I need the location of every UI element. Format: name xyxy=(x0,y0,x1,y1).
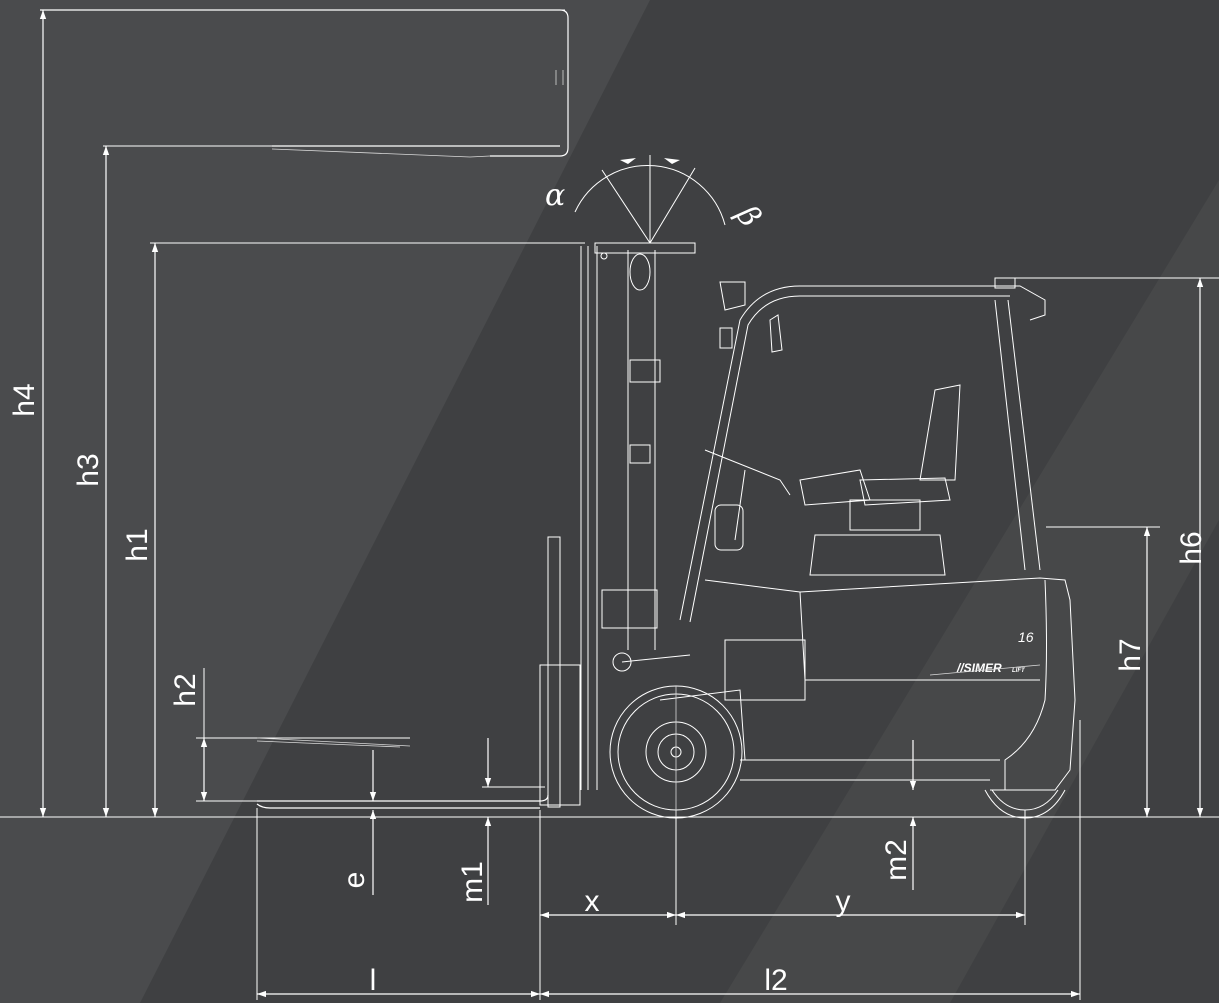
dim-l2: l2 xyxy=(540,720,1081,1000)
dim-y: y xyxy=(676,810,1026,925)
rear-wheel xyxy=(984,789,1066,819)
brand-logo-suffix: LIFT xyxy=(1012,668,1026,674)
mast xyxy=(539,242,696,808)
label-h3: h3 xyxy=(72,453,105,486)
stripe-right xyxy=(720,180,1219,1003)
dim-m1: m1 xyxy=(456,738,545,905)
dim-m2: m2 xyxy=(880,740,917,890)
dim-e: e xyxy=(338,750,377,895)
dim-h7: h7 xyxy=(1046,526,1160,817)
truck-body: 16 //SIMER LIFT xyxy=(659,277,1076,791)
model-number: 16 xyxy=(1018,629,1034,645)
dim-x: x xyxy=(539,810,677,1000)
brand-logo-text: //SIMER xyxy=(956,661,1002,675)
fork-middle xyxy=(256,737,411,748)
label-h6: h6 xyxy=(1175,531,1208,564)
label-e: e xyxy=(338,872,371,889)
front-wheel xyxy=(609,685,743,819)
label-h2: h2 xyxy=(169,673,202,706)
steering-column xyxy=(714,504,744,551)
dim-h1: h1 xyxy=(121,242,585,817)
seat-cushion xyxy=(859,477,951,506)
label-h4: h4 xyxy=(8,383,41,416)
stripe-left xyxy=(0,0,650,1003)
label-m2: m2 xyxy=(880,839,913,881)
label-alpha: α xyxy=(545,178,565,213)
label-h1: h1 xyxy=(121,528,154,561)
seat-backrest xyxy=(919,384,961,481)
dim-h6: h6 xyxy=(1010,277,1219,817)
label-y: y xyxy=(836,885,851,918)
label-m1: m1 xyxy=(456,861,489,903)
label-l2: l2 xyxy=(764,964,787,997)
label-h7: h7 xyxy=(1114,638,1147,671)
label-l: l xyxy=(370,964,377,997)
dim-l: l xyxy=(256,808,540,1000)
label-x: x xyxy=(585,885,600,918)
fork-top xyxy=(40,9,569,158)
